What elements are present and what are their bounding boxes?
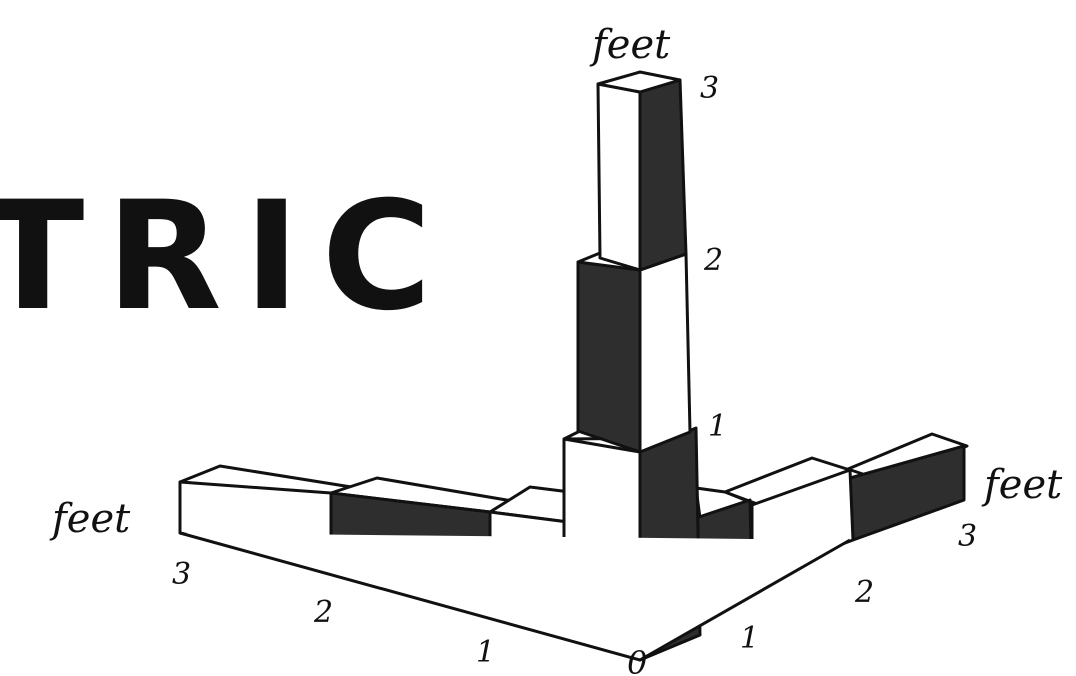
left-tick-3: 3 (172, 557, 191, 592)
tower-top-right-face (638, 78, 688, 272)
left-tick-2: 2 (313, 595, 333, 630)
left-unit-label: feet (49, 496, 131, 542)
vertical-unit-label: feet (589, 22, 671, 68)
tower-top-cap (596, 70, 682, 94)
right-tick-1: 1 (740, 621, 759, 656)
tower-top-left-face (596, 82, 642, 272)
corner-block (179, 426, 851, 662)
front-base-edge (179, 531, 851, 662)
vertical-tick-1: 1 (708, 409, 727, 444)
vertical-tick-3: 3 (700, 71, 719, 106)
origin-label: 0 (627, 644, 647, 676)
heading-text: TRIC (0, 170, 454, 344)
tower-upper (596, 70, 688, 272)
vertical-tick-2: 2 (703, 243, 723, 278)
right-tick-3: 3 (958, 519, 977, 554)
tower-mid-left-face (576, 260, 642, 454)
left-tick-1: 1 (476, 635, 495, 670)
tower-middle (576, 251, 692, 454)
right-unit-label: feet (981, 462, 1063, 508)
tower-mid-right-face (638, 252, 692, 454)
right-tick-2: 2 (854, 575, 874, 610)
